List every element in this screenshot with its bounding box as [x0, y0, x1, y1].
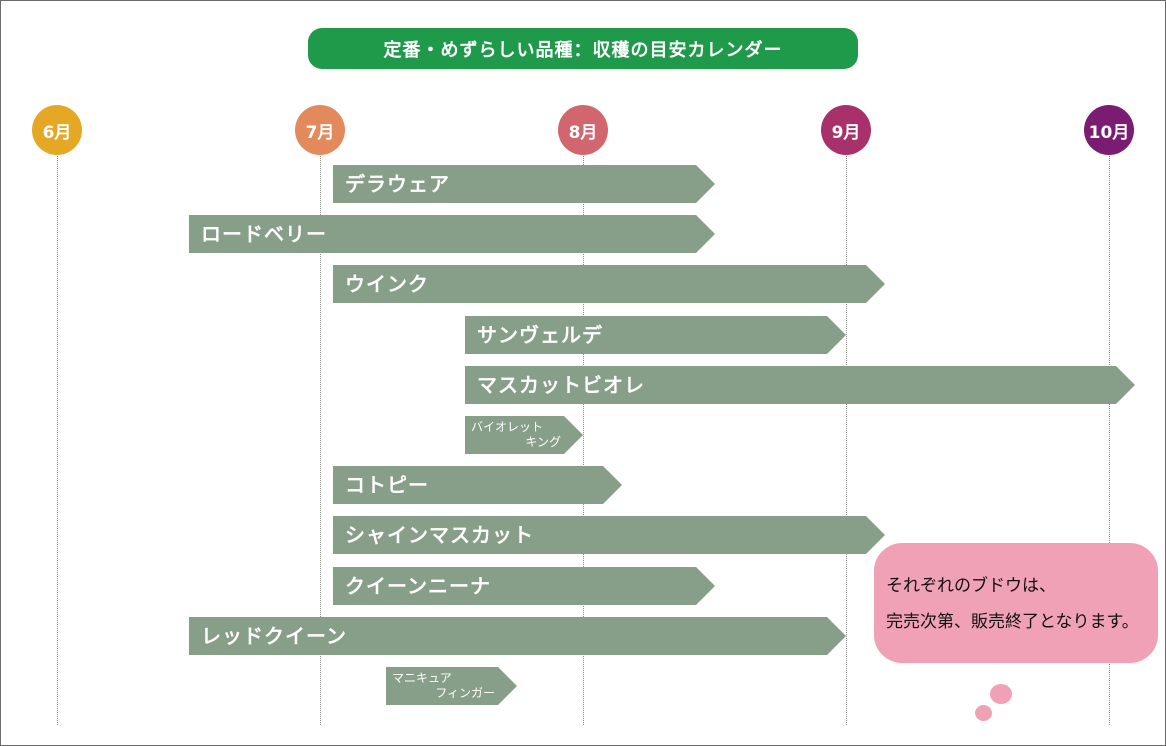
harvest-bar: コトピー	[333, 466, 622, 504]
harvest-bar: マニキュアフィンガー	[386, 667, 517, 705]
harvest-bar: クイーンニーナ	[333, 567, 715, 605]
month-gridline	[57, 150, 58, 725]
variety-label: ロードベリー	[201, 222, 327, 246]
note-line-1: それぞれのブドウは、	[886, 576, 1056, 596]
note-bubble: それぞれのブドウは、 完売次第、販売終了となります。	[874, 543, 1158, 663]
variety-label-line2: キング	[525, 435, 561, 449]
harvest-bar: バイオレットキング	[465, 416, 583, 454]
month-gridline	[320, 150, 321, 725]
harvest-bar: ウインク	[333, 265, 885, 303]
harvest-bar: マスカットビオレ	[465, 366, 1135, 404]
variety-label-line2: フィンガー	[435, 686, 495, 700]
harvest-bar: デラウェア	[333, 165, 715, 203]
month-marker: 10月	[1084, 105, 1134, 155]
note-line-2: 完売次第、販売終了となります。	[886, 612, 1139, 632]
month-marker: 7月	[295, 105, 345, 155]
month-gridline	[1109, 150, 1110, 725]
harvest-bar: シャインマスカット	[333, 516, 885, 554]
month-marker: 6月	[32, 105, 82, 155]
chart-title: 定番・めずらしい品種：収穫の目安カレンダー	[308, 28, 858, 69]
bubble-dot-small	[975, 705, 992, 721]
variety-label: ウインク	[345, 272, 429, 296]
variety-label: レッドクイーン	[201, 624, 347, 648]
variety-label-line1: マニキュア	[392, 671, 452, 685]
month-marker: 9月	[821, 105, 871, 155]
month-gridline	[583, 150, 584, 725]
variety-label-line1: バイオレット	[471, 420, 544, 434]
harvest-bar: ロードベリー	[189, 215, 715, 253]
variety-label: デラウェア	[345, 172, 450, 196]
variety-label: クイーンニーナ	[345, 574, 491, 598]
month-marker: 8月	[558, 105, 608, 155]
variety-label: シャインマスカット	[345, 523, 534, 547]
bubble-dot-large	[990, 684, 1012, 704]
harvest-bar: サンヴェルデ	[465, 316, 846, 354]
variety-label: サンヴェルデ	[477, 323, 603, 347]
variety-label: コトピー	[345, 473, 429, 497]
month-gridline	[846, 150, 847, 725]
variety-label: マスカットビオレ	[477, 373, 645, 397]
harvest-bar: レッドクイーン	[189, 617, 846, 655]
